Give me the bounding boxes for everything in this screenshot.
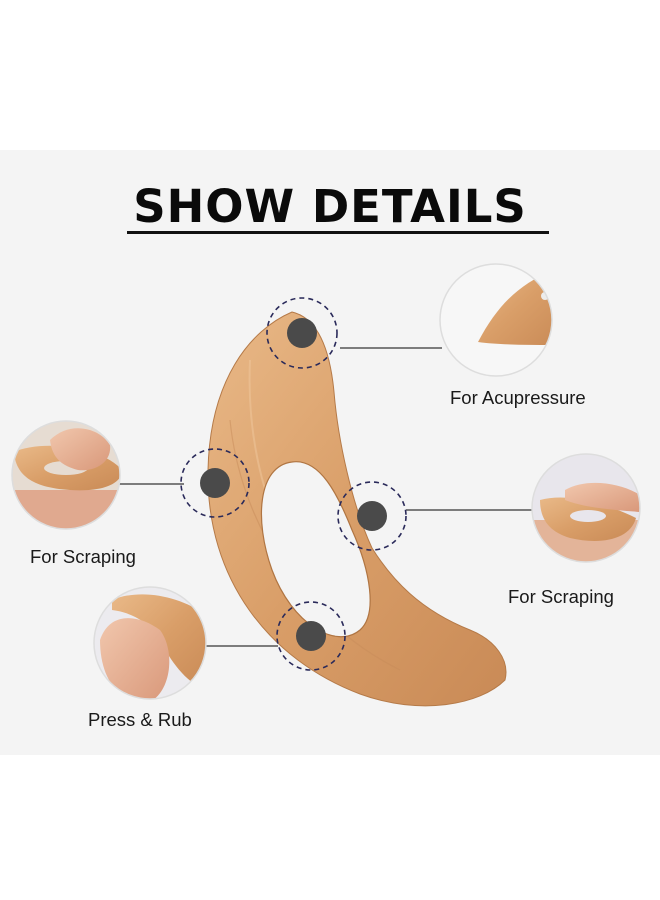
title-underline [127,231,549,234]
marker-acupressure [266,297,338,369]
detail-acupressure-tip [439,263,553,377]
connector-lines [118,347,532,647]
page-title: SHOW DETAILS [133,180,527,233]
label-scraping-left: For Scraping [30,546,136,567]
detail-scraping-right [531,453,641,563]
label-press-rub: Press & Rub [88,709,192,730]
marker-press-rub [276,601,346,671]
marker-scraping-right [337,481,407,551]
detail-press-rub [93,586,207,700]
label-scraping-right: For Scraping [508,586,614,607]
marker-scraping-left [180,448,250,518]
label-acupressure: For Acupressure [450,387,586,408]
gua-sha-board [207,311,507,707]
detail-scraping-left [11,420,121,530]
